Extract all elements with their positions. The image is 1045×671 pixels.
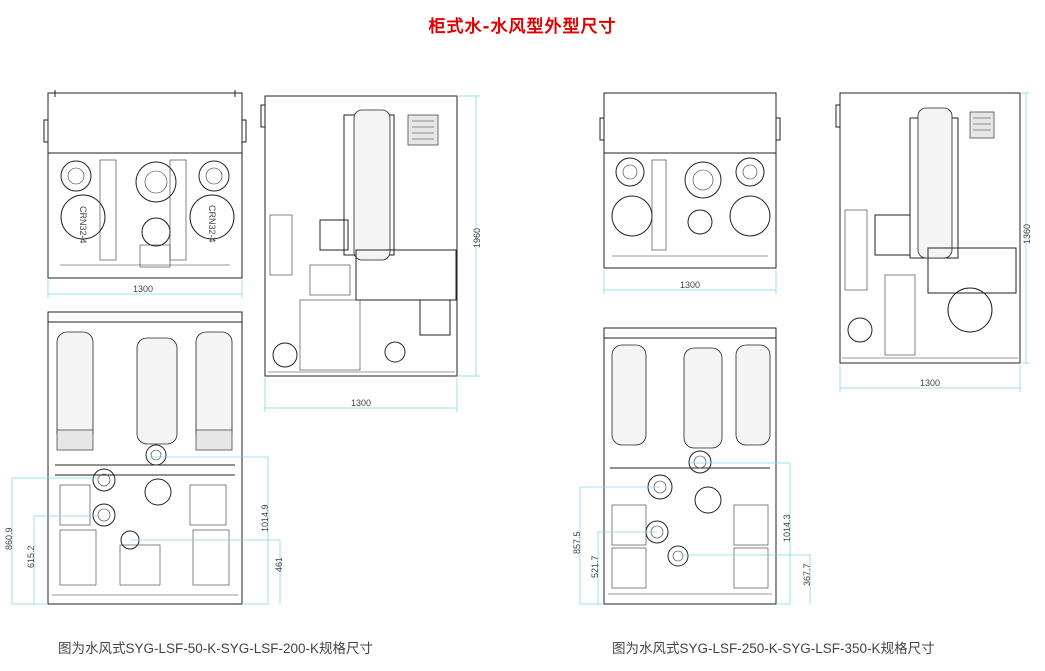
caption-left: 图为水风式SYG-LSF-50-K-SYG-LSF-200-K规格尺寸 xyxy=(58,641,374,656)
left-front-width: 1300 xyxy=(133,284,153,294)
left-side-height: 1960 xyxy=(472,228,482,248)
left-dim-c: 1014.9 xyxy=(260,504,270,532)
left-pump-label-a: CRN32-4 xyxy=(78,206,88,244)
left-dim-b: 615.2 xyxy=(26,545,36,568)
right-dim-d: 367.7 xyxy=(802,563,812,586)
right-dim-b: 521.7 xyxy=(590,555,600,578)
right-plan-view: 857.5 521.7 1014.3 367.7 xyxy=(572,327,812,605)
right-side-width: 1300 xyxy=(920,378,940,388)
page-title: 柜式水-水风型外型尺寸 xyxy=(428,17,617,37)
left-dim-a: 860.9 xyxy=(4,527,14,550)
caption-right: 图为水风式SYG-LSF-250-K-SYG-LSF-350-K规格尺寸 xyxy=(612,641,935,656)
left-side-width: 1300 xyxy=(351,398,371,408)
right-side-view: 1360 1300 xyxy=(835,92,1032,392)
left-dim-d: 461 xyxy=(274,557,284,572)
left-pump-label-b: CRN32-4 xyxy=(207,205,217,243)
right-dim-a: 857.5 xyxy=(572,531,582,554)
right-side-height: 1360 xyxy=(1022,224,1032,244)
right-front-width: 1300 xyxy=(680,280,700,290)
left-front-view: CRN32-4 CRN32-4 1300 xyxy=(43,90,247,298)
left-plan-view: 860.9 615.2 1014.9 461 xyxy=(4,311,284,605)
right-front-view: 1300 xyxy=(599,92,781,294)
left-side-view: 1960 1300 xyxy=(260,95,482,412)
right-dim-c: 1014.3 xyxy=(782,514,792,542)
